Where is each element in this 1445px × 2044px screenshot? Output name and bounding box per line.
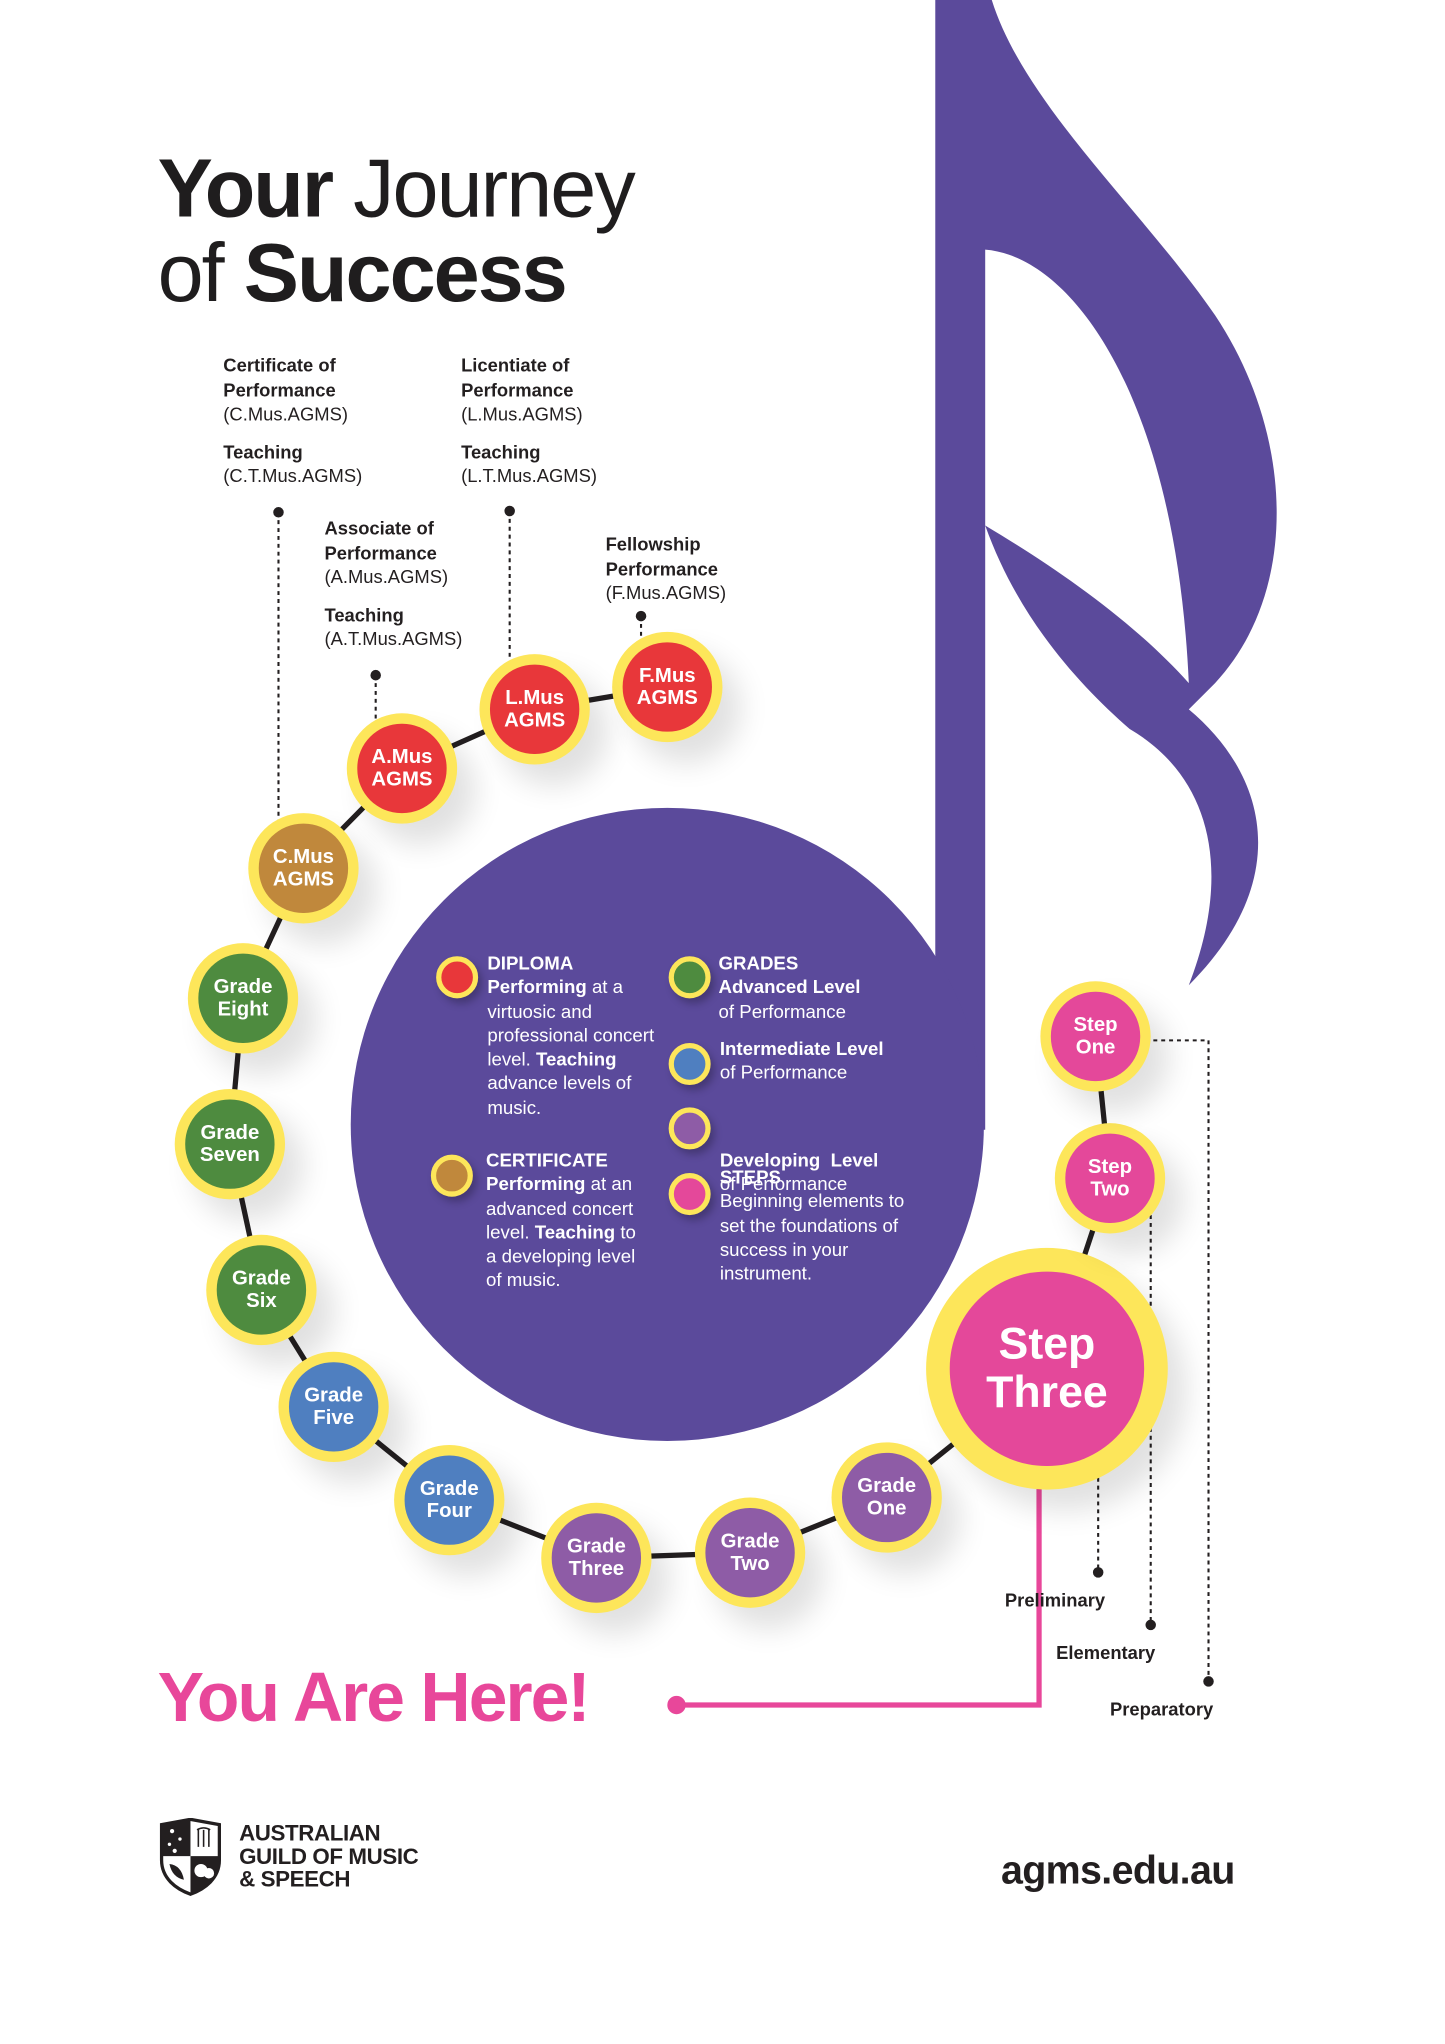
node-label: Two bbox=[730, 1552, 770, 1576]
grades-color-dot bbox=[668, 956, 711, 999]
node-label: Three bbox=[568, 1557, 625, 1581]
level-preparatory: Preparatory bbox=[1109, 1698, 1214, 1720]
node-label: Grade bbox=[200, 1121, 260, 1145]
developing-color-dot bbox=[668, 1107, 711, 1150]
node-label: AGMS bbox=[636, 687, 698, 710]
legend-diploma: DIPLOMA Performing at a virtuosic and pr… bbox=[487, 953, 655, 1119]
diploma-color-dot bbox=[436, 956, 479, 999]
website-link[interactable]: agms.edu.au bbox=[1000, 1849, 1235, 1893]
node-label: AGMS bbox=[504, 709, 566, 732]
node-label: Grade bbox=[566, 1535, 626, 1558]
node-label: Seven bbox=[199, 1144, 260, 1167]
node-label: Five bbox=[313, 1406, 355, 1430]
node-label: Grade bbox=[231, 1267, 291, 1290]
node-label: Step bbox=[1087, 1155, 1133, 1179]
node-label: Grade bbox=[857, 1475, 917, 1498]
node-label: C.Mus bbox=[272, 845, 334, 869]
you-are-here-dot bbox=[667, 1695, 686, 1715]
music-note-icon bbox=[935, 0, 1277, 1130]
level-elementary: Elementary bbox=[1056, 1641, 1156, 1664]
agms-shield-logo bbox=[159, 1818, 222, 1896]
you-are-here-pointer-line bbox=[676, 1477, 1042, 1708]
node-label: Four bbox=[426, 1500, 472, 1523]
node-label: F.Mus bbox=[639, 664, 696, 688]
you-are-here-heading: You Are Here! bbox=[157, 1659, 591, 1737]
node-label: Eight bbox=[217, 998, 269, 1021]
node-label: Grade bbox=[304, 1384, 364, 1407]
node-label: One bbox=[1075, 1036, 1116, 1059]
node-label: Step bbox=[998, 1318, 1096, 1369]
node-label: AGMS bbox=[371, 768, 433, 791]
node-label: A.Mus bbox=[371, 746, 433, 769]
node-label: AGMS bbox=[272, 868, 334, 891]
certificate-color-dot bbox=[430, 1154, 473, 1197]
steps-color-dot bbox=[668, 1173, 711, 1216]
node-label: L.Mus bbox=[505, 687, 565, 710]
node-label: Step bbox=[1073, 1014, 1118, 1037]
node-label: Six bbox=[246, 1289, 277, 1313]
level-preliminary: Preliminary bbox=[1004, 1589, 1106, 1611]
node-label: One bbox=[866, 1497, 907, 1520]
node-label: Three bbox=[986, 1367, 1108, 1418]
node-label: Grade bbox=[720, 1530, 780, 1553]
legend-certificate: CERTIFICATE Performing at an advanced co… bbox=[486, 1150, 636, 1292]
legend-circle-background bbox=[350, 807, 984, 1442]
node-label: Two bbox=[1090, 1178, 1130, 1201]
leader-dots bbox=[273, 505, 1214, 1687]
node-label: Grade bbox=[419, 1477, 479, 1501]
page-title: Your Journey of Success bbox=[157, 143, 636, 320]
intermediate-color-dot bbox=[668, 1042, 711, 1086]
node-label: Grade bbox=[213, 976, 273, 999]
